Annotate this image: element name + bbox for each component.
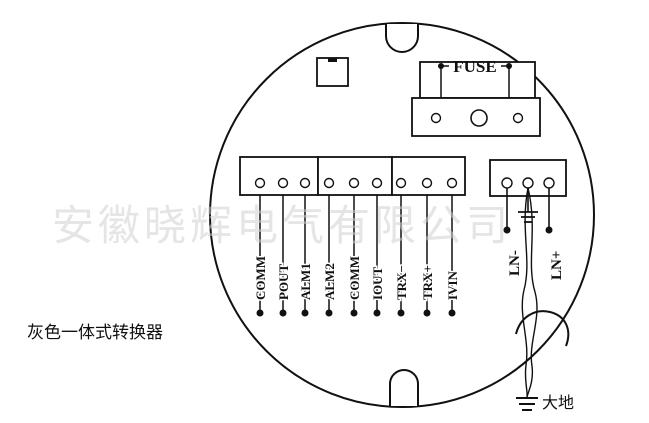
terminal-block-2 (317, 156, 393, 196)
fuse-screw-left (430, 112, 442, 124)
terminal-label: IVIN (445, 270, 460, 300)
earth-wire-b (526, 187, 538, 398)
fuse-label: FUSE (453, 57, 496, 76)
terminal-wire-dot (373, 309, 381, 317)
terminal-screw (277, 177, 289, 189)
power-screw-2 (522, 177, 534, 189)
cable-gland-slot (515, 310, 570, 347)
ln-minus-dot (503, 226, 511, 234)
terminal-label: IOUT (370, 266, 385, 300)
terminal-screw (446, 177, 458, 189)
chip-notch (328, 58, 337, 62)
fuse-screw-right (512, 112, 524, 124)
fuse-screw-center (470, 109, 488, 127)
housing-circle (209, 22, 595, 408)
ln-minus-label: LN- (507, 250, 523, 276)
terminal-label: ALM2 (322, 263, 337, 300)
caption: 灰色一体式转换器 (27, 323, 163, 343)
terminal-wire-dot (423, 309, 431, 317)
ground-label: 大地 (542, 393, 574, 412)
ln-plus-label: LN+ (549, 251, 565, 280)
terminal-screw (323, 177, 335, 189)
terminal-wire-dot (448, 309, 456, 317)
terminal-label: TRX+ (420, 265, 435, 300)
terminal-wire-dot (256, 309, 264, 317)
power-screw-3 (543, 177, 555, 189)
terminal-wire-dot (279, 309, 287, 317)
terminal-label: TRX− (394, 265, 409, 300)
chip-component (316, 57, 349, 87)
terminal-screw (348, 177, 360, 189)
terminal-block-3 (391, 156, 466, 196)
terminal-screw (371, 177, 383, 189)
ln-plus-dot (545, 226, 553, 234)
terminal-screws (254, 177, 458, 189)
terminal-wires (256, 195, 456, 317)
terminal-labels: COMM POUT ALM1 ALM2 COMM IOUT TRX− TRX+ IVIN (252, 254, 462, 301)
terminal-block-1 (239, 156, 319, 196)
watermark: 安徽晓辉电气有限公司 (52, 201, 512, 250)
terminal-screw (254, 177, 266, 189)
terminal-screw (395, 177, 407, 189)
terminal-label: COMM (347, 256, 362, 300)
terminal-screw (421, 177, 433, 189)
terminal-wire-dot (325, 309, 333, 317)
terminal-label: ALM1 (298, 263, 313, 300)
terminal-wire-dot (397, 309, 405, 317)
terminal-label: COMM (253, 256, 268, 300)
terminal-wire-dot (350, 309, 358, 317)
terminal-screw (299, 177, 311, 189)
earth-wire-a (521, 187, 529, 398)
terminal-wire-dot (301, 309, 309, 317)
bottom-notch (389, 369, 419, 406)
top-notch (385, 24, 419, 53)
terminal-label: POUT (276, 264, 291, 300)
power-screw-1 (501, 177, 513, 189)
